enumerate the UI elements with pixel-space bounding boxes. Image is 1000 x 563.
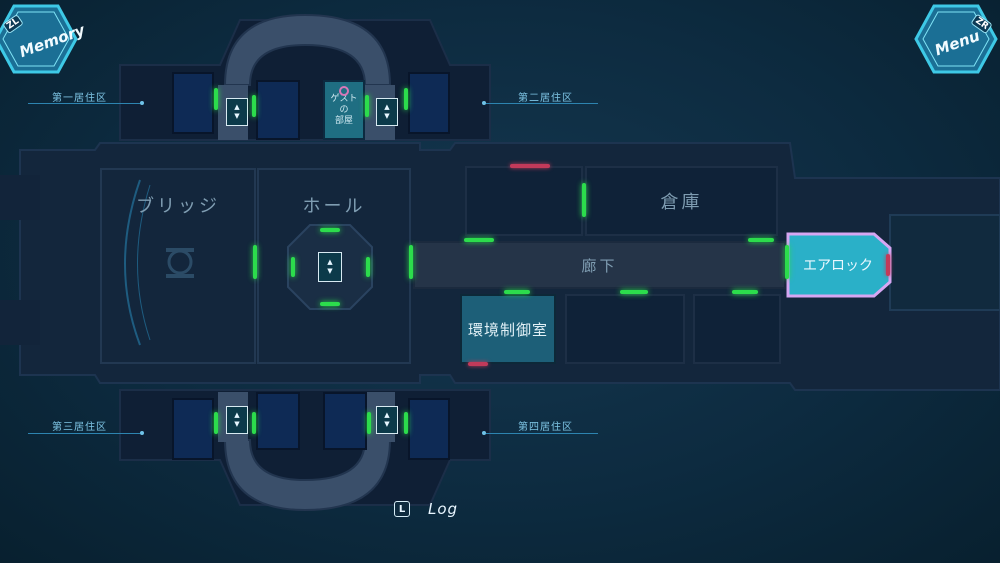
door-top-1 — [214, 88, 218, 110]
door-env-control — [504, 290, 530, 294]
door-airlock — [785, 245, 789, 279]
door-bottom-3 — [367, 412, 371, 434]
cabin-top-2[interactable] — [256, 80, 300, 140]
cabin-top-4[interactable] — [408, 72, 450, 134]
room-corridor[interactable]: 廊下 — [413, 241, 786, 289]
guest-line-2: の — [339, 104, 349, 115]
elevator-icon[interactable]: ▲▼ — [318, 252, 342, 282]
area-label-res2: 第二居住区 — [518, 93, 573, 104]
area-line-res1 — [28, 103, 140, 104]
elevator-icon[interactable]: ▲▼ — [226, 406, 248, 434]
log-label: Log — [428, 500, 459, 518]
cabin-bottom-4[interactable] — [408, 398, 450, 460]
area-line-res3 — [28, 433, 140, 434]
hall-pad-right — [366, 257, 370, 277]
elevator-icon[interactable]: ▲▼ — [376, 406, 398, 434]
cabin-bottom-3[interactable] — [323, 392, 367, 450]
room-corridor-label: 廊下 — [581, 256, 618, 275]
door-top-2 — [252, 95, 256, 117]
area-dot-res1 — [140, 101, 144, 105]
area-dot-res2 — [482, 101, 486, 105]
door-top-4 — [404, 88, 408, 110]
room-airlock[interactable] — [784, 230, 894, 300]
room-lower-right[interactable] — [693, 294, 781, 364]
hall-pad-top — [320, 228, 340, 232]
door-upper-rooms — [582, 183, 586, 217]
hall-pad-bottom — [320, 302, 340, 306]
door-lower-right — [732, 290, 758, 294]
log-button[interactable]: L Log — [394, 500, 458, 518]
room-env-control[interactable]: 環境制御室 — [460, 294, 556, 364]
room-upper-left[interactable] — [465, 166, 583, 236]
area-dot-res3 — [140, 431, 144, 435]
area-line-res4 — [486, 433, 598, 434]
door-corridor-top-1 — [464, 238, 494, 242]
location-pin-icon — [339, 86, 349, 96]
door-bottom-1 — [214, 412, 218, 434]
door-airlock-outer — [886, 254, 890, 276]
guest-line-1: ゲスト — [330, 93, 358, 104]
room-bridge-label: ブリッジ — [136, 196, 220, 217]
log-badge: L — [394, 501, 410, 517]
door-lower-mid — [620, 290, 648, 294]
door-bottom-4 — [404, 412, 408, 434]
room-storage-label: 倉庫 — [660, 192, 703, 213]
area-line-res2 — [486, 103, 598, 104]
door-locked-bottom — [468, 362, 488, 366]
door-top-3 — [365, 95, 369, 117]
door-bridge-hall — [253, 245, 257, 279]
elevator-icon[interactable]: ▲▼ — [376, 98, 398, 126]
room-airlock-label: エアロック — [803, 258, 873, 274]
room-env-control-label: 環境制御室 — [467, 320, 548, 339]
room-storage[interactable]: 倉庫 — [585, 166, 778, 236]
guest-line-3: 部屋 — [334, 115, 353, 126]
cabin-bottom-1[interactable] — [172, 398, 214, 460]
door-corridor-top-2 — [748, 238, 774, 242]
elevator-icon[interactable]: ▲▼ — [226, 98, 248, 126]
room-bridge[interactable]: ブリッジ — [100, 168, 256, 364]
cabin-bottom-2[interactable] — [256, 392, 300, 450]
door-hall-corridor — [409, 245, 413, 279]
area-label-res4: 第四居住区 — [518, 422, 573, 433]
cabin-top-1[interactable] — [172, 72, 214, 134]
door-bottom-2 — [252, 412, 256, 434]
hall-pad-left — [291, 257, 295, 277]
area-label-res1: 第一居住区 — [52, 93, 107, 104]
room-guest[interactable]: ゲスト の 部屋 — [323, 80, 365, 140]
menu-button[interactable]: Menu ZR — [914, 2, 998, 76]
area-label-res3: 第三居住区 — [52, 422, 107, 433]
door-locked-top — [510, 164, 550, 168]
room-hall-label: ホール — [302, 196, 366, 217]
area-dot-res4 — [482, 431, 486, 435]
room-lower-mid[interactable] — [565, 294, 685, 364]
memory-button[interactable]: ZL Memory — [0, 2, 87, 76]
